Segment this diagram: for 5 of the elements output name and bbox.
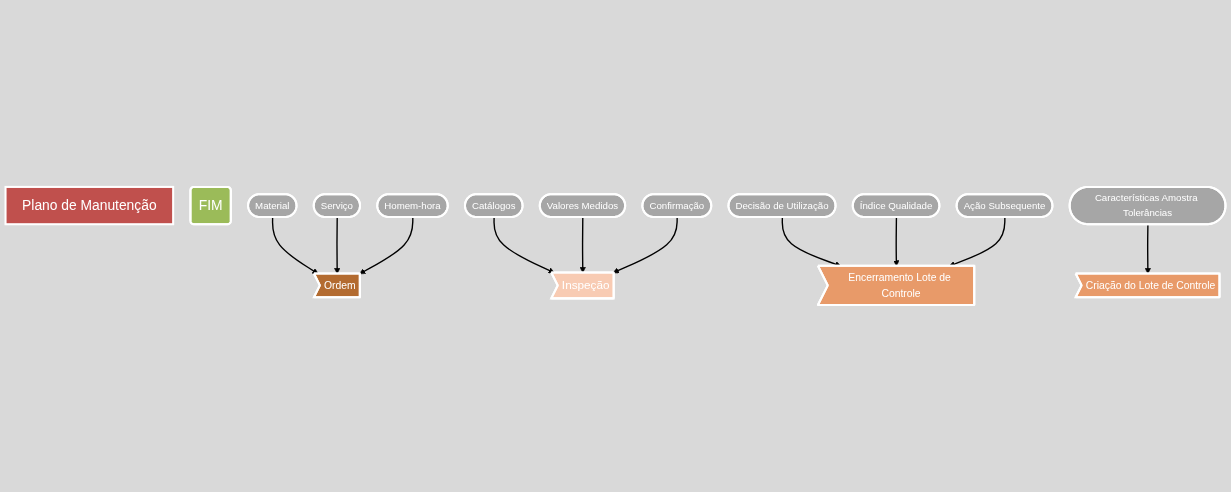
arrow: [493, 216, 555, 274]
arrow: [271, 216, 319, 275]
arrow: [359, 216, 414, 275]
node-box: Plano de Manutenção: [4, 185, 175, 226]
arrow: [612, 216, 678, 274]
